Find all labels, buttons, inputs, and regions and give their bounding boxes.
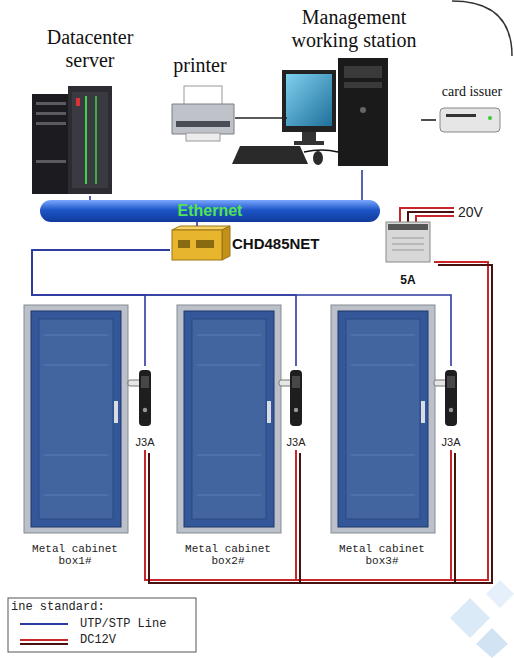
device-cable: [421, 120, 436, 121]
workstation-node: Management working station: [287, 6, 421, 170]
wire-line: [434, 262, 488, 580]
network-cable: [32, 250, 170, 366]
node-text: Ethernet: [178, 202, 243, 220]
wire-line: [361, 170, 363, 200]
wire-line: [32, 250, 170, 366]
wire-line: [421, 119, 436, 121]
network-cable: [32, 250, 451, 366]
node-text: Metal cabinet box3#: [333, 543, 431, 568]
node-text: Metal cabinet box1#: [26, 543, 124, 568]
node-text: Management working station: [289, 6, 419, 52]
node-text: J3A: [136, 436, 155, 449]
converter-illustration: [172, 226, 230, 260]
legend-frame: [8, 598, 196, 652]
legend-text: UTP/STP Line: [80, 617, 166, 631]
node-text: card issuer: [442, 84, 502, 100]
network-cable: [197, 222, 198, 226]
node-text: 5A: [400, 274, 415, 288]
power-wire: [434, 262, 492, 583]
wire-line: [32, 250, 296, 366]
converter-node: CHD485NET: [170, 226, 324, 262]
wire-line: [438, 265, 492, 583]
power-supply-node: 5A: [382, 212, 434, 288]
wire-line: [149, 265, 492, 583]
node-text: J3A: [287, 436, 306, 449]
wire-line: [32, 250, 451, 366]
lock-node: J3A: [132, 366, 158, 450]
power-supply-illustration: [386, 208, 454, 262]
legend-title: ine standard:: [11, 600, 105, 614]
cabinet-node: Metal cabinet box3#: [329, 302, 435, 572]
node-text: printer: [173, 54, 226, 77]
network-cable: [32, 250, 296, 366]
wire-line: [300, 265, 492, 583]
node-text: J3A: [442, 436, 461, 449]
lock-node: J3A: [438, 366, 464, 450]
card-issuer-illustration: [440, 108, 500, 132]
wire-line: [235, 117, 287, 119]
wire-line: [145, 262, 488, 580]
node-text: Datacenter server: [28, 26, 152, 72]
cabinet-illustrations: [24, 305, 435, 533]
page-corner: [452, 1, 512, 56]
lock-illustrations: [128, 370, 457, 426]
node-text: Metal cabinet box2#: [179, 543, 277, 568]
decoration: [450, 580, 514, 658]
server-illustration: [32, 86, 112, 194]
printer-illustration: [172, 86, 234, 141]
device-cable: [235, 118, 287, 119]
lock-node: J3A: [283, 366, 309, 450]
card-issuer-node: card issuer: [436, 84, 508, 140]
node-text: CHD485NET: [232, 235, 320, 252]
ethernet-bus: Ethernet: [40, 200, 380, 222]
legend-text: DC12V: [80, 633, 116, 647]
voltage-label: 20V: [458, 204, 483, 220]
wire-line: [196, 222, 198, 226]
printer-node: printer: [165, 54, 235, 150]
power-wire: [145, 262, 492, 583]
workstation-illustration: [232, 58, 388, 166]
server-node: Datacenter server: [20, 26, 160, 196]
wire-line: [296, 262, 488, 580]
cabinet-node: Metal cabinet box2#: [175, 302, 281, 572]
power-wire: [296, 262, 492, 583]
network-cable: [362, 170, 363, 200]
cabinet-node: Metal cabinet box1#: [22, 302, 128, 572]
